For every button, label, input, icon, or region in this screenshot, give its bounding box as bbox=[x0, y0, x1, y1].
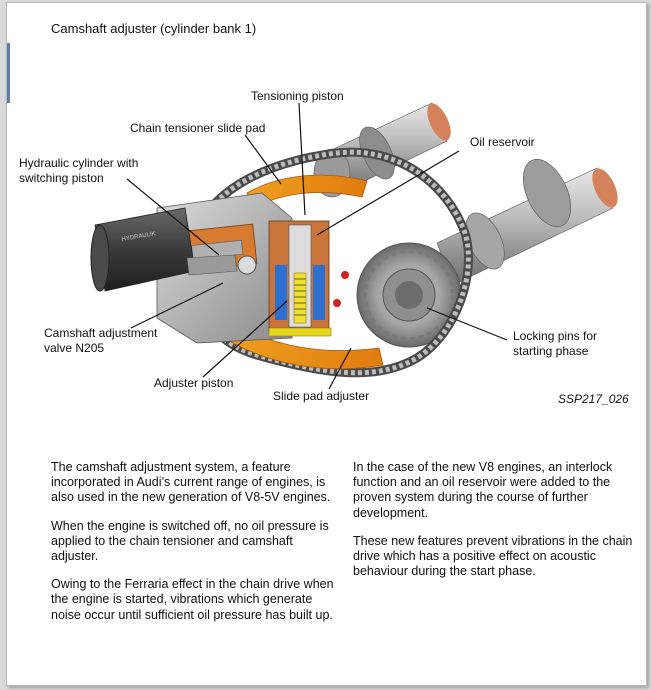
figure-title: Camshaft adjuster (cylinder bank 1) bbox=[51, 21, 257, 36]
valve-brand-text: HYDRAULIK bbox=[121, 231, 156, 243]
paragraph: When the engine is switched off, no oil … bbox=[51, 518, 329, 564]
label-hydraulic-cylinder-line1: Hydraulic cylinder with bbox=[19, 156, 139, 170]
camshaft-adjustment-valve: HYDRAULIK bbox=[90, 207, 257, 292]
leader-lines bbox=[126, 102, 508, 390]
paragraph: In the case of the new V8 engines, an in… bbox=[353, 460, 613, 520]
body-column-left: The camshaft adjustment system, a featur… bbox=[51, 460, 341, 636]
label-slide-pad-adjuster: Slide pad adjuster bbox=[273, 389, 370, 403]
label-camshaft-valve-line1: Camshaft adjustment bbox=[44, 326, 158, 340]
label-hydraulic-cylinder-line2: switching piston bbox=[19, 171, 104, 185]
lower-slide-pad bbox=[222, 320, 384, 370]
body-column-right: In the case of the new V8 engines, an in… bbox=[353, 460, 643, 592]
upper-slide-pad bbox=[246, 174, 368, 208]
paragraph: These new features prevent vibrations in… bbox=[353, 533, 633, 579]
document-page: Camshaft adjuster (cylinder bank 1) bbox=[6, 2, 647, 686]
camshaft-adjuster-illustration: HYDRAULIK bbox=[90, 102, 618, 390]
paragraph: The camshaft adjustment system, a featur… bbox=[51, 460, 331, 505]
label-tensioning-piston: Tensioning piston bbox=[251, 89, 344, 103]
camshaft-sprocket bbox=[356, 242, 462, 348]
label-locking-pins-line2: starting phase bbox=[513, 344, 589, 358]
lower-camshaft bbox=[436, 158, 618, 286]
label-camshaft-valve-line2: valve N205 bbox=[44, 341, 105, 355]
paragraph: Owing to the Ferraria effect in the chai… bbox=[51, 577, 334, 622]
label-oil-reservoir: Oil reservoir bbox=[470, 135, 535, 149]
label-adjuster-piston: Adjuster piston bbox=[154, 376, 234, 390]
page-edge-marker bbox=[7, 43, 10, 103]
label-locking-pins-line1: Locking pins for bbox=[513, 329, 598, 343]
label-chain-tensioner-slide-pad: Chain tensioner slide pad bbox=[130, 121, 266, 135]
figure-caption: SSP217_026 bbox=[558, 392, 629, 406]
